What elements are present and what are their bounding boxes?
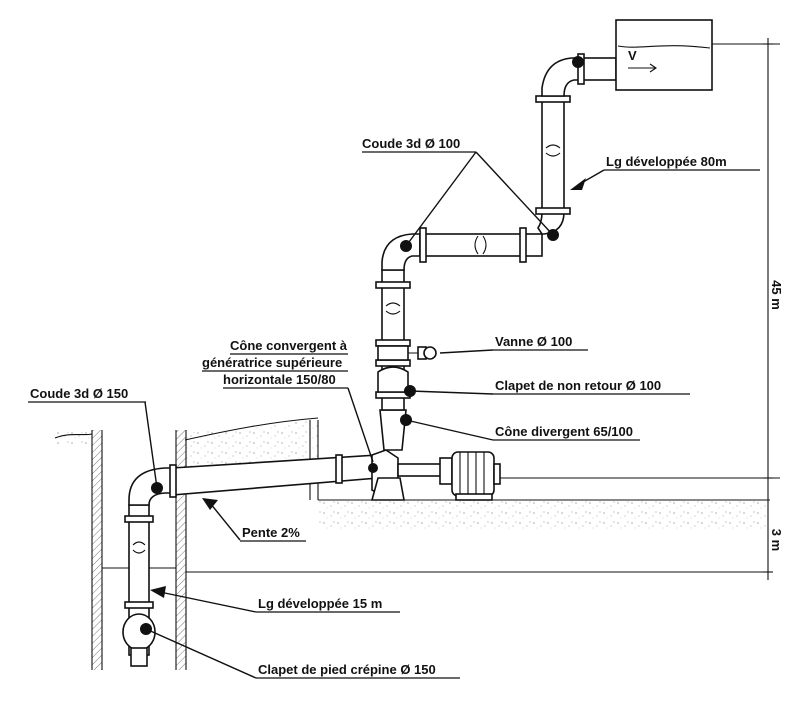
gate-valve	[377, 345, 437, 361]
reservoir-tank: V	[615, 19, 713, 91]
label-cone-convergent: Cône convergent à génératrice supérieure…	[202, 338, 348, 389]
leader-lines	[144, 151, 605, 679]
label-cone-divergent-text: Cône divergent 65/100	[495, 424, 633, 439]
leader-arrowheads	[150, 178, 586, 598]
label-pente-text: Pente 2%	[242, 525, 300, 540]
check-valve	[377, 366, 409, 393]
water-level	[102, 567, 770, 573]
label-coude-100-text: Coude 3d Ø 100	[362, 136, 460, 151]
label-pente: Pente 2%	[240, 525, 306, 542]
label-vanne-text: Vanne Ø 100	[495, 334, 572, 349]
label-cone-convergent-line3: horizontale 150/80	[223, 372, 336, 387]
label-coude-150-text: Coude 3d Ø 150	[30, 386, 128, 401]
label-lg-15-text: Lg développée 15 m	[258, 596, 382, 611]
label-vanne: Vanne Ø 100	[493, 334, 588, 351]
label-cone-convergent-line1: Cône convergent à	[230, 338, 348, 353]
pump-body	[370, 449, 453, 501]
label-coude-150: Coude 3d Ø 150	[28, 386, 146, 403]
label-coude-100: Coude 3d Ø 100	[362, 136, 476, 153]
elbow-100-lower	[381, 233, 421, 271]
label-lg-15: Lg développée 15 m	[256, 596, 400, 613]
label-lg-80-text: Lg développée 80m	[606, 154, 727, 169]
elbow-150	[128, 467, 173, 506]
dimension-3m: 3 m	[769, 529, 784, 551]
well-wall-right	[175, 430, 187, 670]
velocity-symbol: V	[628, 48, 637, 63]
label-cone-divergent: Cône divergent 65/100	[493, 424, 640, 441]
label-clapet-pied: Clapet de pied crépine Ø 150	[256, 662, 460, 679]
well-wall-left	[91, 430, 103, 670]
label-clapet-non-retour-text: Clapet de non retour Ø 100	[495, 378, 661, 393]
label-clapet-non-retour: Clapet de non retour Ø 100	[493, 378, 690, 395]
ground-surface	[54, 417, 319, 470]
label-cone-convergent-line2: génératrice supérieure	[202, 355, 342, 370]
label-lg-80: Lg développée 80m	[604, 154, 760, 171]
electric-motor	[451, 451, 501, 501]
label-clapet-pied-text: Clapet de pied crépine Ø 150	[258, 662, 436, 677]
horizontal-discharge-pipe	[419, 227, 543, 263]
height-dimension: 45 m 3 m	[500, 38, 784, 580]
riser-pipe	[535, 95, 571, 215]
dimension-45m: 45 m	[769, 280, 784, 310]
foot-valve-strainer	[122, 613, 156, 667]
outlet-pipe	[577, 53, 617, 85]
